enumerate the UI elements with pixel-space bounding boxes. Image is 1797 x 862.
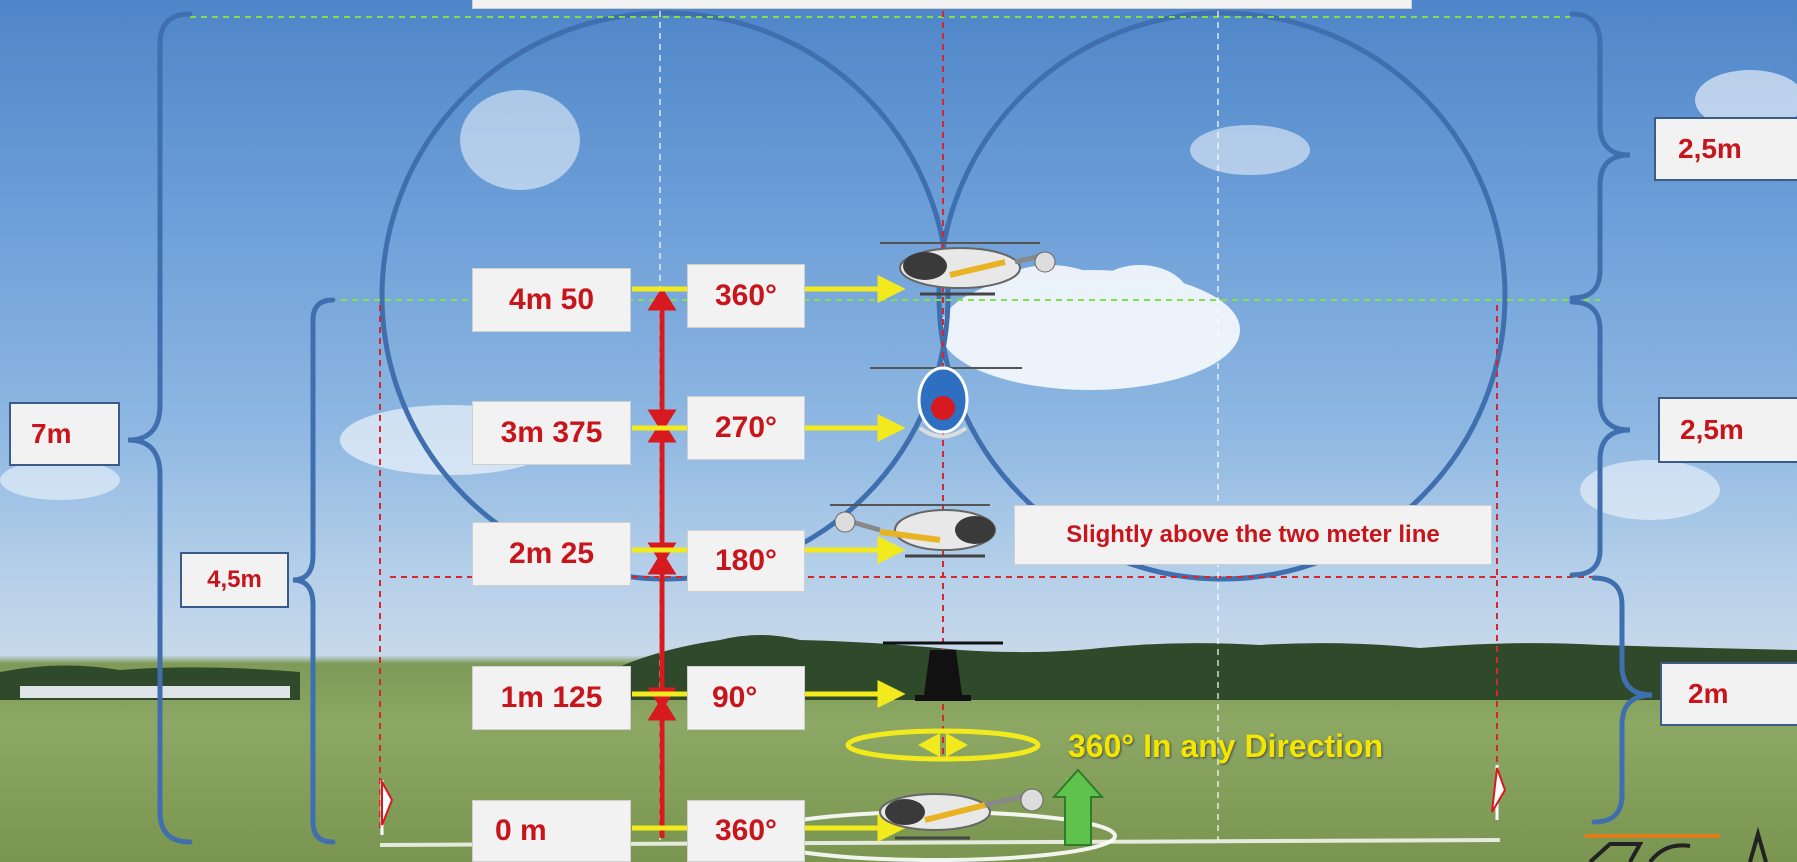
dimension-label-2m: 2m — [1660, 662, 1797, 726]
angle-label-270: 270° — [687, 396, 805, 460]
green-climb-arrow — [1051, 768, 1105, 846]
height-label-0m: 0 m — [472, 800, 631, 862]
brace-right-top — [1569, 11, 1631, 301]
dimension-label-2-5m-top: 2,5m — [1654, 117, 1797, 181]
dimension-label-7m: 7m — [9, 402, 120, 466]
height-label-1m125: 1m 125 — [472, 666, 631, 730]
logo-mark — [1585, 826, 1768, 862]
tree-line — [0, 635, 1797, 700]
angle-label-360-bottom: 360° — [687, 800, 805, 862]
pirouette-label: 360° In any Direction — [1068, 728, 1384, 764]
helicopter-ground — [879, 788, 1044, 840]
angle-label-90: 90° — [687, 666, 805, 730]
helicopter-rear — [883, 641, 1003, 701]
ground-flags — [380, 765, 1507, 835]
height-label-3m375: 3m 375 — [472, 401, 631, 465]
left-loop-circle — [379, 10, 951, 582]
right-loop-circle — [936, 10, 1508, 582]
top-label-strip — [472, 0, 1412, 9]
height-label-2m25: 2m 25 — [472, 522, 631, 586]
dimension-label-4-5m: 4,5m — [180, 552, 289, 608]
clouds — [0, 70, 1797, 520]
note-label: Slightly above the two meter line — [1014, 505, 1492, 565]
helicopter-side-middle — [830, 504, 996, 558]
height-label-4m50: 4m 50 — [472, 268, 631, 332]
angle-label-360-top: 360° — [687, 264, 805, 328]
brace-right-middle — [1569, 299, 1631, 578]
helicopter-front — [870, 366, 1022, 439]
distant-houses — [20, 686, 290, 698]
climb-arrows — [647, 287, 677, 838]
pirouette-indicator — [845, 728, 1041, 762]
brace-right-bottom — [1591, 575, 1653, 825]
brace-4-5m — [292, 297, 336, 845]
brace-7m — [127, 11, 193, 845]
angle-label-180: 180° — [687, 530, 805, 592]
dimension-label-2-5m-middle: 2,5m — [1658, 397, 1797, 463]
helicopter-side-top — [880, 242, 1056, 296]
dimension-braces — [127, 11, 1653, 845]
